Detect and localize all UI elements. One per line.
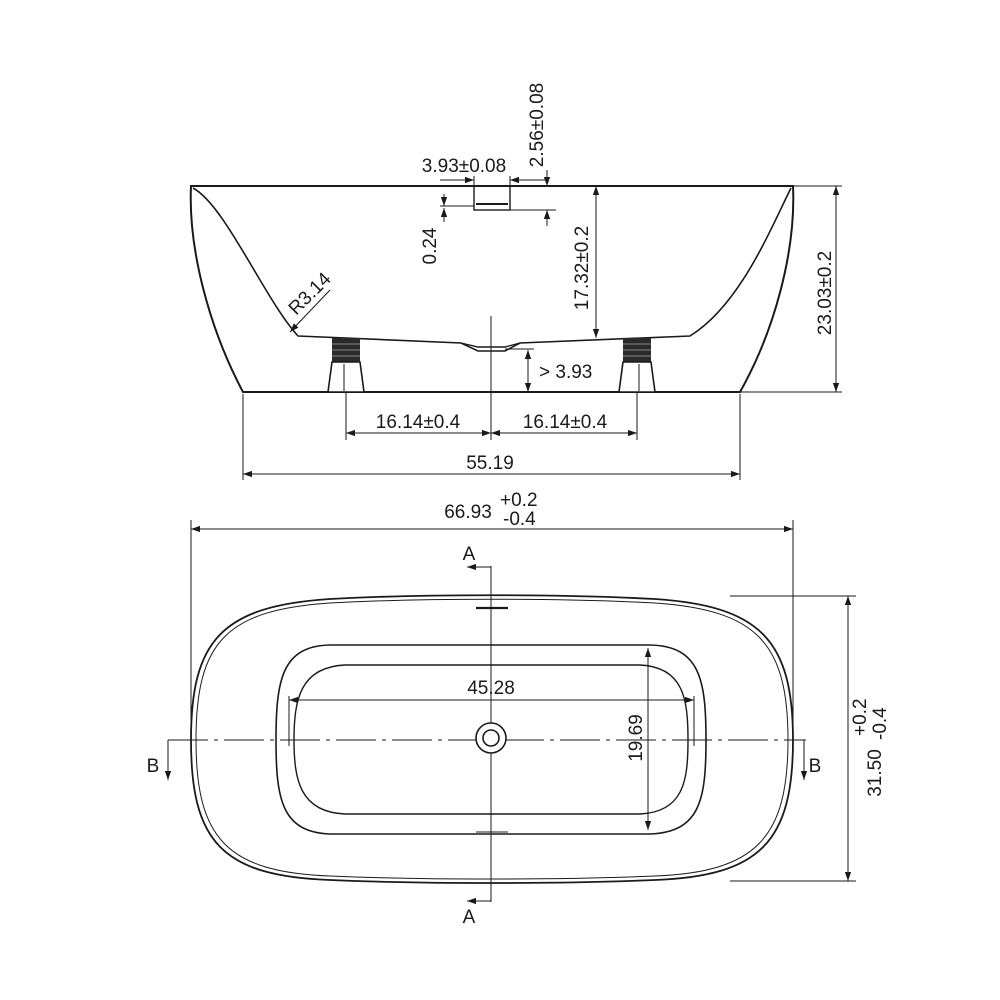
section-a-bottom-label: A: [463, 907, 476, 928]
dim-clearance: > 3.93: [539, 362, 592, 383]
dim-inner-length: 45.28: [467, 678, 515, 699]
dim-base-length: 55.19: [466, 453, 514, 474]
dim-drain-thickness: 0.24: [420, 227, 441, 264]
dim-drain-width: 3.93±0.08: [422, 156, 506, 177]
section-a-top-label: A: [463, 544, 476, 565]
section-b-left-label: B: [147, 756, 160, 777]
tub-outer-profile: [189, 185, 795, 393]
tol-width-plus: +0.2: [850, 698, 871, 736]
dim-inner-depth: 17.32±0.2: [572, 226, 593, 310]
basin-outer: [275, 644, 707, 835]
right-foot: [618, 338, 656, 393]
tol-length-minus: -0.4: [503, 509, 536, 530]
tol-length-plus: +0.2: [500, 490, 538, 511]
tol-width-minus: -0.4: [870, 707, 891, 740]
drain-inner: [482, 729, 500, 747]
dim-inner-width: 19.69: [626, 714, 647, 762]
top-view: 66.93 +0.2 -0.4 45.28 19.69: [147, 490, 891, 928]
dim-drain-offset: 2.56±0.08: [527, 83, 548, 167]
dim-total-height: 23.03±0.2: [815, 251, 836, 335]
drain-outer: [475, 722, 507, 754]
side-view: 3.93±0.08 2.56±0.08 0.24 R3.14 17.32±0.2…: [189, 83, 842, 480]
section-b-right-label: B: [809, 756, 822, 777]
dim-overall-length: 66.93: [444, 502, 492, 523]
left-foot: [327, 338, 365, 393]
dim-radius: R3.14: [285, 268, 336, 319]
dim-leg-left: 16.14±0.4: [376, 412, 461, 433]
tub-inner-profile: [192, 187, 792, 352]
dim-leg-right: 16.14±0.4: [523, 412, 608, 433]
dim-overall-width: 31.50: [865, 749, 886, 797]
overflow-slot: [473, 185, 511, 211]
tub-outer-rim: [190, 594, 794, 884]
